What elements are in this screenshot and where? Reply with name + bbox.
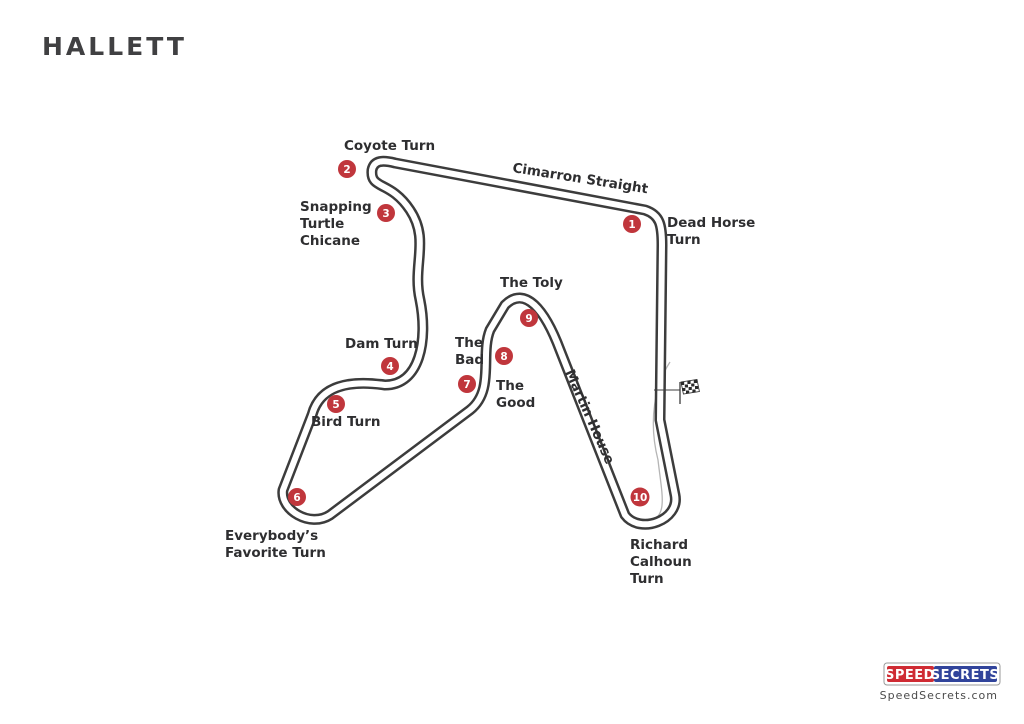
turn-label-2: Coyote Turn <box>344 138 435 154</box>
turn-marker-2: 2 <box>338 160 356 178</box>
turn-number: 10 <box>633 492 648 504</box>
turn-number: 7 <box>463 379 470 391</box>
turn-number: 4 <box>386 361 393 373</box>
straight-label-martin-house: Martin House <box>561 367 617 467</box>
checkered-flag-icon <box>679 379 700 404</box>
turn-marker-7: 7 <box>458 375 476 393</box>
turn-marker-9: 9 <box>520 309 538 327</box>
turn-marker-10: 10 <box>630 487 650 507</box>
brand-secrets: SECRETS <box>931 668 999 683</box>
speed-secrets-logo: SPEED SECRETS <box>883 662 1001 686</box>
brand-website: SpeedSecrets.com <box>880 689 998 702</box>
turn-label-9: The Toly <box>500 275 563 291</box>
turn-marker-3: 3 <box>377 204 395 222</box>
turn-number: 5 <box>332 399 339 411</box>
turn-number: 9 <box>525 313 532 325</box>
turn-marker-4: 4 <box>381 357 399 375</box>
page-title: HALLETT <box>42 32 187 61</box>
turn-marker-6: 6 <box>288 488 306 506</box>
turn-number: 1 <box>628 219 635 231</box>
track-surface <box>279 158 679 528</box>
turn-label-4: Dam Turn <box>345 336 418 352</box>
turn-number: 6 <box>293 492 300 504</box>
turn-marker-5: 5 <box>327 395 345 413</box>
turn-number: 3 <box>382 208 389 220</box>
turn-label-5: Bird Turn <box>311 414 381 430</box>
turn-number: 8 <box>500 351 507 363</box>
turn-marker-8: 8 <box>495 347 513 365</box>
turn-marker-1: 1 <box>623 215 641 233</box>
turn-number: 2 <box>343 164 350 176</box>
brand-speed: SPEED <box>885 668 935 683</box>
